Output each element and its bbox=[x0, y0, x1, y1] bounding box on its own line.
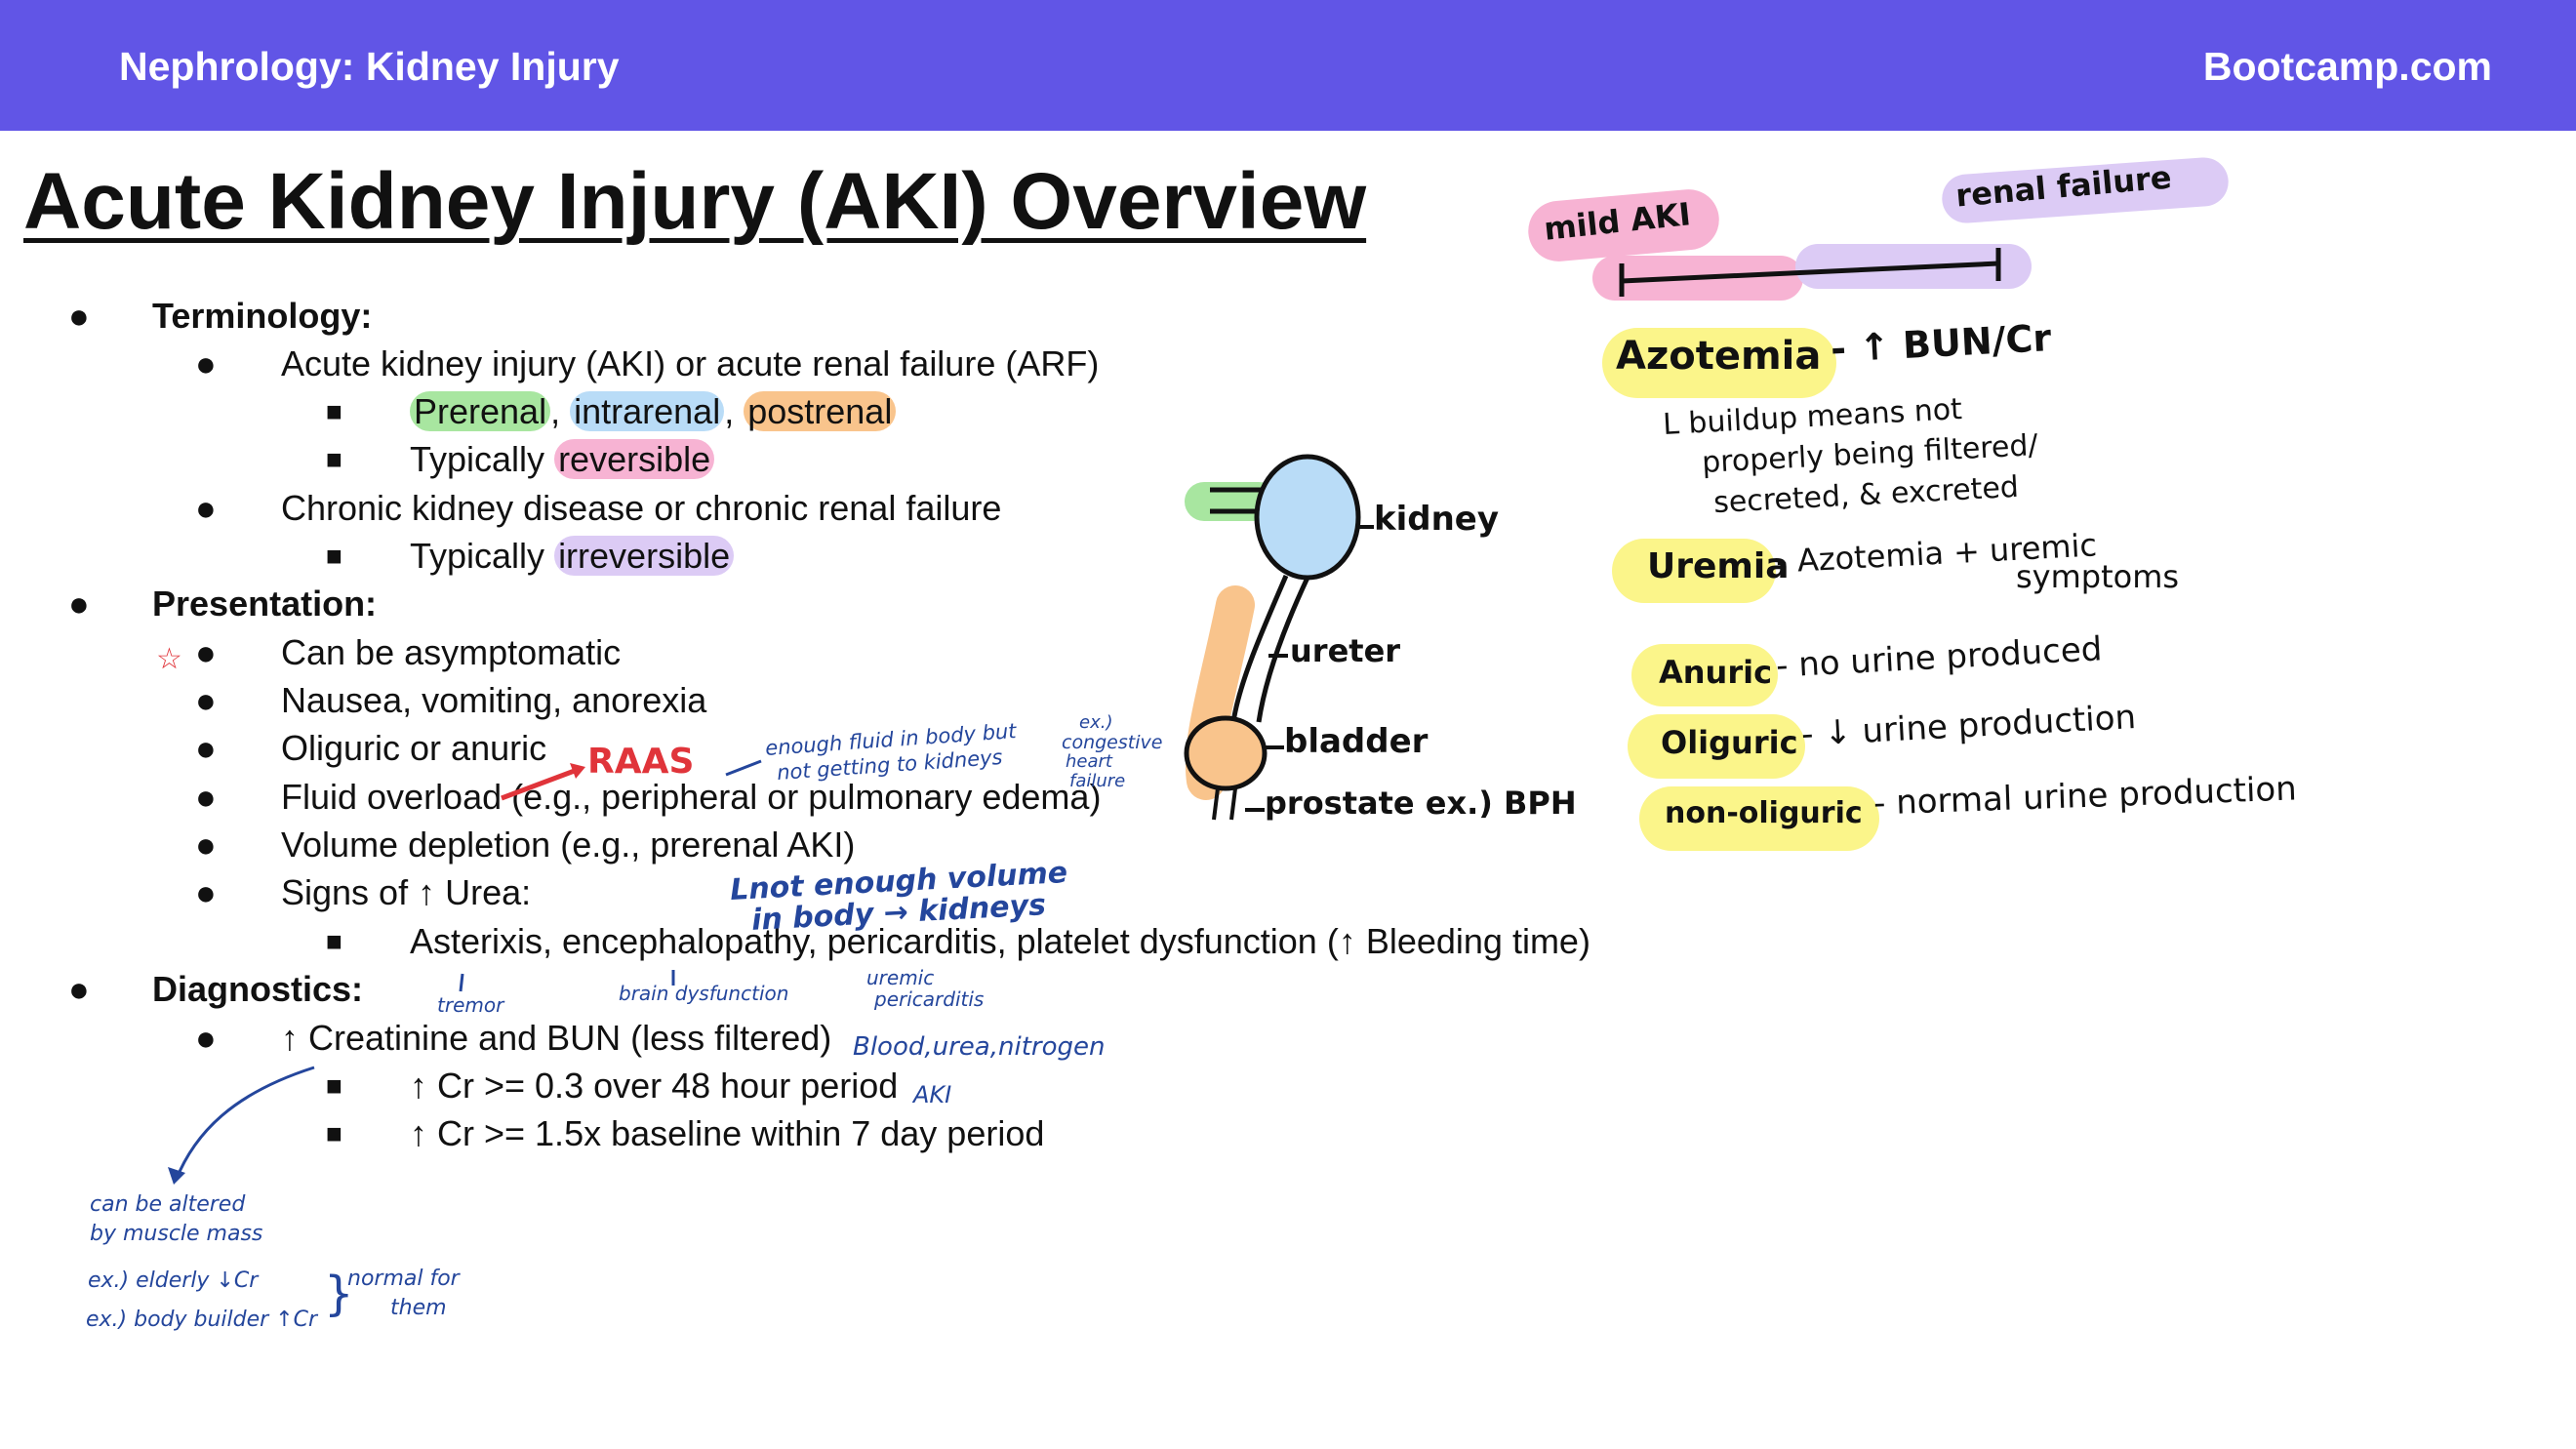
prostate-label: prostate ex.) BPH bbox=[1265, 785, 1577, 822]
oliguric-highlight bbox=[1628, 714, 1805, 779]
bladder-label: bladder bbox=[1284, 722, 1429, 761]
bullet: ● bbox=[68, 969, 90, 1009]
brace-mark: } bbox=[324, 1267, 354, 1321]
uremia-term: Uremia bbox=[1647, 546, 1790, 586]
anuric-term: Anuric bbox=[1659, 654, 1773, 691]
reversible-text: reversible bbox=[554, 439, 715, 479]
bun-note: Blood,urea,nitrogen bbox=[853, 1032, 1106, 1062]
presentation-item: Fluid overload (e.g., peripheral or pulm… bbox=[281, 777, 1102, 817]
azotemia-term: Azotemia bbox=[1616, 334, 1822, 379]
oliguric-term: Oliguric bbox=[1661, 724, 1798, 761]
typically-text: Typically bbox=[410, 536, 545, 576]
bullet: ● bbox=[195, 777, 217, 817]
bullet: ● bbox=[195, 728, 217, 768]
uremia-highlight bbox=[1612, 539, 1776, 603]
ureter-label: ureter bbox=[1290, 632, 1401, 669]
bullet: ● bbox=[195, 872, 217, 912]
uremic-note-line1: uremic bbox=[866, 966, 935, 989]
urethra bbox=[1229, 787, 1237, 821]
aki-definition: Acute kidney injury (AKI) or acute renal… bbox=[281, 343, 1100, 383]
ureter-outer bbox=[1230, 575, 1289, 723]
tremor-arrow bbox=[459, 973, 464, 992]
presentation-item: Oliguric or anuric bbox=[281, 728, 547, 768]
brain-dysfunction-note: brain dysfunction bbox=[619, 982, 789, 1005]
star-icon: ☆ bbox=[156, 642, 182, 676]
typically-text: Typically bbox=[410, 439, 545, 479]
chf-note-line3: heart bbox=[1066, 751, 1112, 772]
raas-arrowhead bbox=[570, 763, 585, 779]
bullet: ■ bbox=[326, 1070, 342, 1101]
postrenal-text: postrenal bbox=[744, 391, 897, 431]
chf-note-line2: congestive bbox=[1062, 732, 1163, 753]
fluid-arrow bbox=[725, 759, 762, 777]
header-topic: Nephrology: Kidney Injury bbox=[119, 44, 620, 89]
chf-note-line1: ex.) bbox=[1079, 712, 1113, 733]
bullet: ● bbox=[195, 680, 217, 720]
bullet: ● bbox=[68, 584, 90, 624]
bullet: ■ bbox=[326, 541, 342, 571]
irreversible-text: irreversible bbox=[554, 536, 735, 576]
diagnostics-item: ↑ Creatinine and BUN (less filtered) bbox=[281, 1018, 832, 1058]
anuric-highlight bbox=[1631, 644, 1778, 706]
spectrum-line bbox=[1621, 261, 1999, 284]
bullet: ● bbox=[195, 1018, 217, 1058]
aki-note: AKI bbox=[913, 1081, 952, 1108]
aki-reversible: Typically reversible bbox=[410, 436, 715, 483]
bullet: ■ bbox=[326, 396, 342, 426]
raas-arrow bbox=[501, 766, 581, 801]
prerenal-text: Prerenal bbox=[410, 391, 551, 431]
uremic-note-line2: pericarditis bbox=[874, 987, 985, 1011]
ckd-definition: Chronic kidney disease or chronic renal … bbox=[281, 488, 1002, 528]
muscle-note-line2: by muscle mass bbox=[90, 1222, 263, 1246]
presentation-item: Volume depletion (e.g., prerenal AKI) bbox=[281, 825, 856, 865]
presentation-item: Nausea, vomiting, anorexia bbox=[281, 680, 707, 720]
kidney-shape bbox=[1254, 454, 1361, 581]
page-title: Acute Kidney Injury (AKI) Overview bbox=[23, 157, 1367, 246]
separator: , bbox=[550, 391, 561, 431]
normal-note-line2: them bbox=[390, 1296, 447, 1320]
bullet: ● bbox=[195, 488, 217, 528]
nonoliguric-highlight bbox=[1639, 786, 1879, 851]
bullet: ● bbox=[68, 296, 90, 336]
muscle-arrow bbox=[174, 1066, 315, 1182]
diagnostics-sub: ↑ Cr >= 1.5x baseline within 7 day perio… bbox=[410, 1113, 1045, 1153]
urea-signs: Asterixis, encephalopathy, pericarditis,… bbox=[410, 921, 1590, 961]
bullet: ■ bbox=[326, 926, 342, 956]
raas-note: RAAS bbox=[587, 742, 695, 782]
bladder-shape bbox=[1184, 715, 1268, 791]
separator: , bbox=[724, 391, 735, 431]
elderly-note: ex.) elderly ↓Cr bbox=[88, 1268, 259, 1293]
bullet: ■ bbox=[326, 1118, 342, 1148]
chf-note-line4: failure bbox=[1069, 771, 1126, 791]
muscle-note-line1: can be altered bbox=[90, 1192, 246, 1217]
muscle-arrowhead bbox=[168, 1167, 185, 1185]
intrarenal-text: intrarenal bbox=[570, 391, 725, 431]
bodybuilder-note: ex.) body builder ↑Cr bbox=[86, 1308, 318, 1332]
nonoliguric-term: non-oliguric bbox=[1665, 796, 1863, 830]
header-bar: Nephrology: Kidney Injury Bootcamp.com bbox=[0, 0, 2576, 131]
urethra bbox=[1212, 787, 1220, 821]
bullet: ● bbox=[195, 825, 217, 865]
presentation-heading: Presentation: bbox=[152, 584, 378, 624]
presentation-item: Can be asymptomatic bbox=[281, 632, 622, 672]
azotemia-highlight bbox=[1602, 328, 1836, 398]
bullet: ● bbox=[195, 632, 217, 672]
bullet: ● bbox=[195, 343, 217, 383]
diagnostics-sub: ↑ Cr >= 0.3 over 48 hour period bbox=[410, 1066, 899, 1106]
presentation-item: Signs of ↑ Urea: bbox=[281, 872, 532, 912]
header-brand: Bootcamp.com bbox=[2202, 44, 2492, 89]
uremia-definition-line2: symptoms bbox=[2016, 558, 2180, 595]
aki-types: Prerenal, intrarenal, postrenal bbox=[410, 388, 897, 435]
normal-note-line1: normal for bbox=[347, 1267, 460, 1291]
tremor-note: tremor bbox=[437, 993, 504, 1017]
diagnostics-heading: Diagnostics: bbox=[152, 969, 364, 1009]
bullet: ■ bbox=[326, 444, 342, 474]
terminology-heading: Terminology: bbox=[152, 296, 373, 336]
ckd-irreversible: Typically irreversible bbox=[410, 533, 735, 580]
kidney-label: kidney bbox=[1374, 500, 1500, 539]
